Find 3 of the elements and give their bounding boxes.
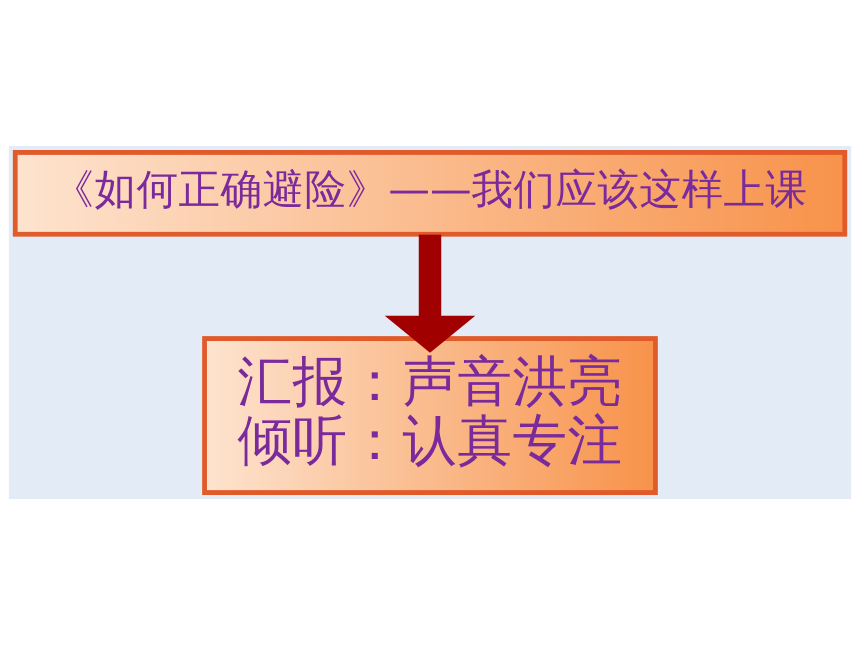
node-box: 《如何正确避险》——我们应该这样上课	[12, 150, 848, 237]
node-box: 汇报：声音洪亮 倾听：认真专注	[202, 336, 658, 495]
arrow	[384, 234, 476, 353]
